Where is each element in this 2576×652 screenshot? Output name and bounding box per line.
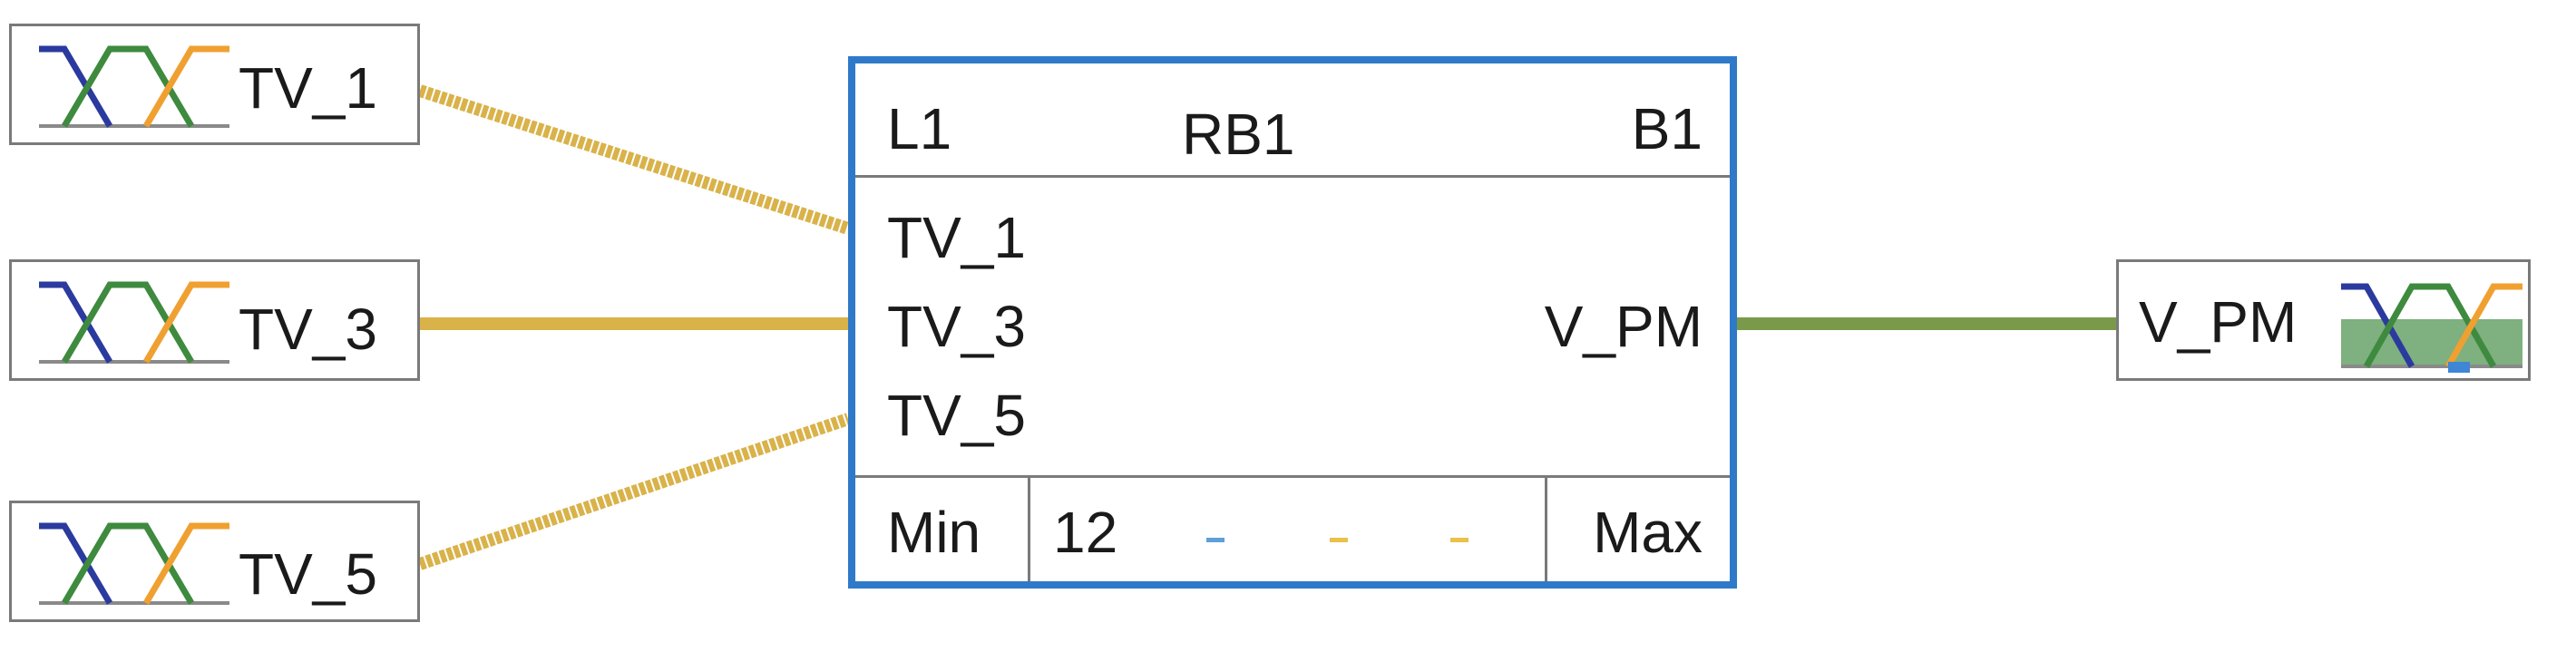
rule-block-input-port[interactable]: TV_3	[887, 294, 1026, 359]
footer-divider	[1545, 478, 1547, 581]
rule-block-header: L1 RB1 B1	[855, 63, 1730, 178]
rule-block-name: RB1	[1182, 102, 1295, 167]
rule-block[interactable]: L1 RB1 B1 TV_1 TV_3 TV_5 V_PM Min 12 Max	[848, 56, 1737, 589]
input-variable-tv5[interactable]: TV_5	[9, 501, 420, 622]
input-variable-label: TV_1	[239, 55, 377, 121]
membership-functions-icon	[39, 522, 229, 605]
input-variable-label: TV_3	[239, 297, 377, 362]
rule-block-input-port[interactable]: TV_5	[887, 383, 1026, 448]
rule-block-value: 12	[1053, 500, 1118, 565]
input-variable-tv1[interactable]: TV_1	[9, 24, 420, 145]
rule-block-left-label: L1	[887, 96, 952, 161]
output-variable-vpm[interactable]: V_PM	[2116, 259, 2531, 381]
rule-block-max-label: Max	[1593, 500, 1703, 565]
rule-block-footer: Min 12 Max	[855, 475, 1730, 581]
output-membership-functions-icon	[2341, 283, 2522, 373]
activity-dash-yellow	[1330, 538, 1348, 542]
footer-divider	[1028, 478, 1030, 581]
rule-block-min-label: Min	[887, 500, 981, 565]
membership-functions-icon	[39, 45, 229, 128]
rule-block-body: TV_1 TV_3 TV_5 V_PM	[855, 178, 1730, 474]
rule-block-output-port[interactable]: V_PM	[1544, 294, 1703, 359]
membership-functions-icon	[39, 281, 229, 364]
activity-dash-blue	[1206, 538, 1225, 542]
wire-tv5[interactable]	[417, 413, 851, 570]
rule-block-input-port[interactable]: TV_1	[887, 205, 1026, 270]
input-variable-label: TV_5	[239, 541, 377, 607]
rule-block-right-label: B1	[1631, 96, 1703, 161]
output-variable-label: V_PM	[2139, 289, 2298, 355]
input-variable-tv3[interactable]: TV_3	[9, 259, 420, 381]
wire-tv1[interactable]	[417, 84, 851, 235]
activity-dash-yellow	[1450, 538, 1469, 542]
